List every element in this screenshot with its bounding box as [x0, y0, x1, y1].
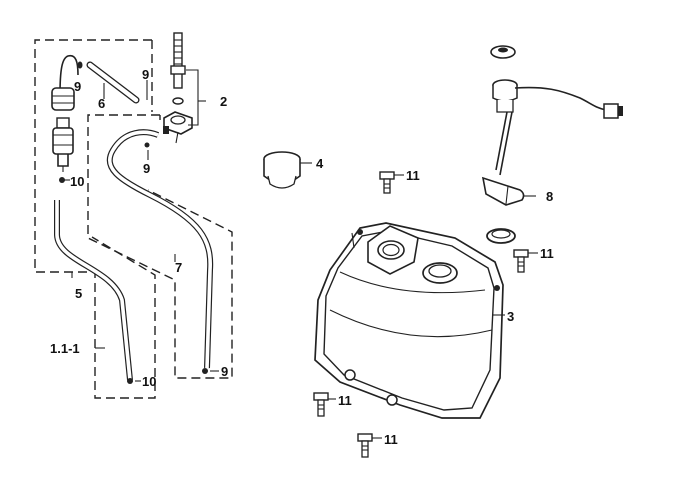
callout-3: 3: [507, 309, 514, 324]
part-11-bolt-d: [357, 433, 382, 458]
part-8-fuel-sensor: [481, 45, 623, 206]
callout-1-1-1: 1.1-1: [50, 341, 80, 356]
part-11-bolt-c: [313, 392, 336, 417]
part-7-hose: [106, 129, 214, 374]
leader-lines: [62, 80, 219, 382]
callout-8: 8: [546, 189, 553, 204]
callout-10-bottom: 10: [142, 374, 156, 389]
callout-11-bottom: 11: [384, 432, 398, 447]
part-4-filler-cap: [263, 151, 312, 189]
callout-9-top-right: 9: [142, 67, 149, 82]
callout-6: 6: [98, 96, 105, 111]
part-2-fuel-tap: [163, 32, 206, 144]
callout-labels: 9 9 6 2 9 10 7 5 1.1-1 10 9 4 11 8 11 3 …: [50, 67, 554, 447]
part-5-hose: [54, 200, 133, 384]
part-3-fuel-tank: [314, 222, 505, 419]
callout-11-bottom-left: 11: [338, 393, 352, 408]
callout-2: 2: [220, 94, 227, 109]
part-6-clamp-rod: [86, 61, 140, 104]
callout-9-bottom: 9: [221, 364, 228, 379]
part-fuel-filter-assembly: [51, 54, 83, 183]
group-outline-left: [34, 39, 233, 399]
part-11-bolt-a: [379, 171, 404, 194]
callout-10-top: 10: [70, 174, 84, 189]
callout-9-top-left: 9: [74, 79, 81, 94]
callout-7: 7: [175, 260, 182, 275]
callout-4: 4: [316, 156, 324, 171]
sensor-gasket: [486, 228, 516, 244]
callout-11-top: 11: [406, 168, 420, 183]
part-11-bolt-b: [513, 249, 538, 273]
callout-5: 5: [75, 286, 82, 301]
callout-9-mid: 9: [143, 161, 150, 176]
callout-11-right: 11: [540, 246, 554, 261]
